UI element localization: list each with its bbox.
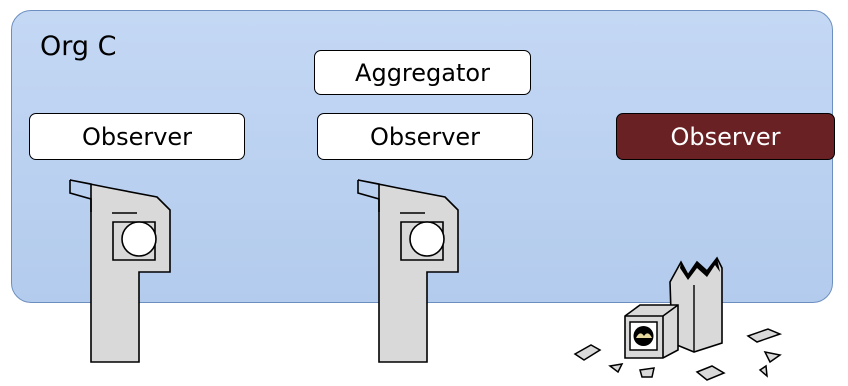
broken-camera-device-icon xyxy=(573,256,783,381)
camera-device-icon xyxy=(69,179,171,363)
org-title: Org C xyxy=(40,31,117,62)
observer-box-1: Observer xyxy=(29,113,245,160)
observer-box-3-failed: Observer xyxy=(616,113,835,160)
camera-device-icon xyxy=(357,179,459,363)
aggregator-box: Aggregator xyxy=(314,50,531,95)
observer-box-2: Observer xyxy=(317,113,533,160)
